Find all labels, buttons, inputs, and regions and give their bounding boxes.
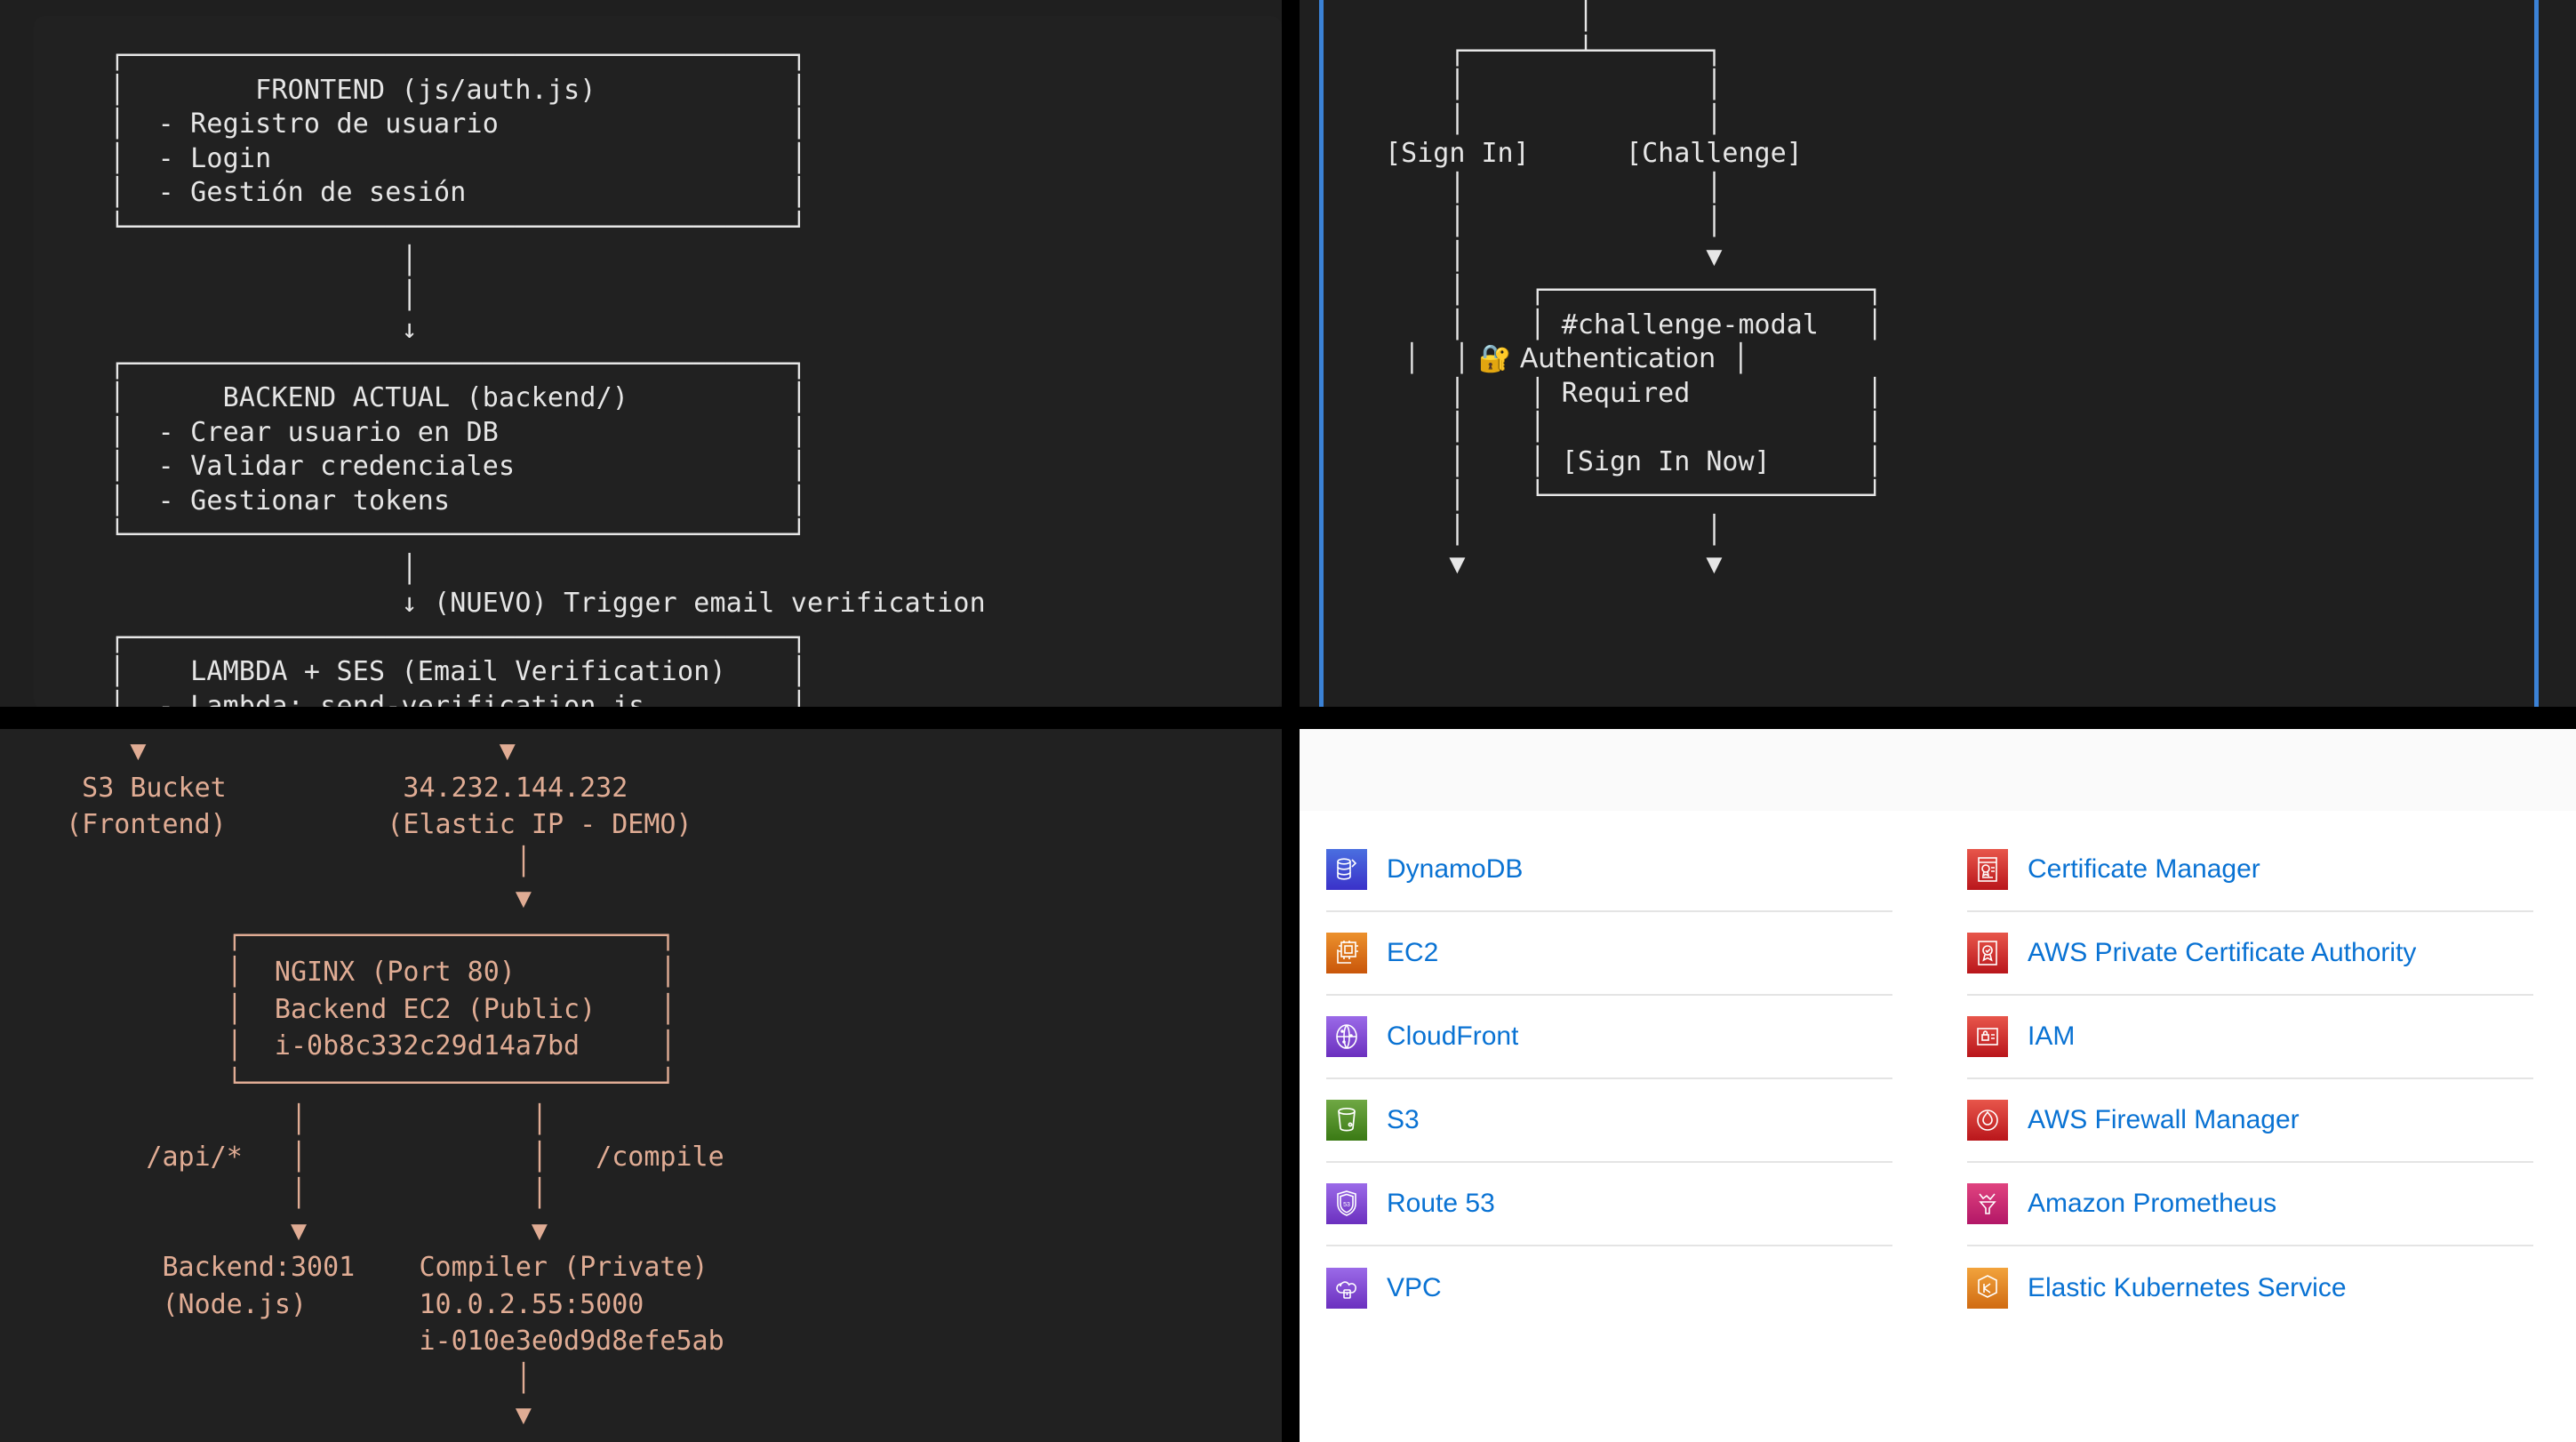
panel-auth-architecture: ┌───────────────────────────────────────…: [0, 0, 1282, 707]
flow-line: │ ┌────────────────────┐: [1353, 275, 1884, 306]
ec2-icon: [1326, 933, 1367, 973]
list-item-label: Elastic Kubernetes Service: [2028, 1273, 2347, 1302]
cloudfront-icon: [1326, 1016, 1367, 1057]
list-item[interactable]: IAM: [1967, 996, 2533, 1079]
list-item-label: Route 53: [1387, 1189, 1495, 1218]
list-item-label: EC2: [1387, 938, 1439, 967]
list-item-label: DynamoDB: [1387, 854, 1524, 884]
challenge-modal-id-line: │ │ #challenge-modal │: [1353, 308, 1884, 340]
flow-line: │ │: [1353, 103, 1723, 135]
list-item-label: IAM: [2028, 1021, 2076, 1051]
flow-line: │ │ │: [1353, 412, 1884, 443]
challenge-modal-title-line2: │ │ Required │: [1353, 377, 1884, 409]
infra-topology-ascii: ▼ ▼ S3 Bucket 34.232.144.232 (Frontend) …: [66, 735, 724, 1430]
panel-challenge-flow: │ ┌───────┴───────┐ │ │ │ │ [Sign In] [C…: [1300, 0, 2576, 707]
iam-icon: [1967, 1016, 2008, 1057]
list-item-label: S3: [1387, 1105, 1420, 1134]
aws-services-top-band: [1300, 729, 2576, 811]
challenge-modal-title-line: │ │ 🔐 Authentication │: [1353, 343, 1749, 374]
list-item-label: Certificate Manager: [2028, 854, 2260, 884]
aws-services-column-right: Certificate Manager AWS Private Certific…: [1967, 829, 2533, 1442]
flow-line: │ │: [1353, 69, 1723, 100]
vpc-icon: [1326, 1268, 1367, 1309]
flow-line: │ │: [1353, 514, 1723, 546]
dynamodb-icon: [1326, 849, 1367, 890]
list-item[interactable]: Elastic Kubernetes Service: [1967, 1246, 2533, 1330]
list-item-label: CloudFront: [1387, 1021, 1519, 1051]
flow-line: ┌───────┴───────┐: [1353, 35, 1723, 67]
list-item-label: AWS Firewall Manager: [2028, 1105, 2300, 1134]
flow-line: │ ▼: [1353, 240, 1723, 272]
flow-line: │ │: [1353, 172, 1723, 204]
list-item-label: AWS Private Certificate Authority: [2028, 938, 2417, 967]
flow-line: ▼ ▼: [1353, 549, 1723, 580]
list-item[interactable]: S3: [1326, 1079, 1892, 1163]
list-item[interactable]: AWS Private Certificate Authority: [1967, 912, 2533, 996]
firewall-manager-icon: [1967, 1100, 2008, 1141]
list-item[interactable]: Amazon Prometheus: [1967, 1163, 2533, 1246]
eks-icon: [1967, 1268, 2008, 1309]
flow-branch-labels: [Sign In] [Challenge]: [1353, 138, 1803, 169]
left-accent-rail: [1319, 0, 1324, 707]
certificate-manager-icon: [1967, 849, 2008, 890]
list-item[interactable]: 53 Route 53: [1326, 1163, 1892, 1246]
auth-architecture-ascii: ┌───────────────────────────────────────…: [108, 40, 986, 707]
flow-line: │: [1353, 1, 1594, 32]
s3-icon: [1326, 1100, 1367, 1141]
list-item[interactable]: DynamoDB: [1326, 829, 1892, 912]
route53-icon: 53: [1326, 1183, 1367, 1224]
svg-text:53: 53: [1343, 1202, 1350, 1208]
list-item[interactable]: VPC: [1326, 1246, 1892, 1330]
right-accent-rail: [2534, 0, 2539, 707]
flow-line: │ │: [1353, 206, 1723, 237]
panel-infra-topology: ▼ ▼ S3 Bucket 34.232.144.232 (Frontend) …: [0, 729, 1282, 1442]
aws-services-columns: DynamoDB EC2 CloudFront: [1300, 811, 2576, 1442]
list-item[interactable]: CloudFront: [1326, 996, 1892, 1079]
auth-architecture-codeblock: ┌───────────────────────────────────────…: [34, 16, 1282, 707]
list-item-label: Amazon Prometheus: [2028, 1189, 2277, 1218]
panel-aws-services: DynamoDB EC2 CloudFront: [1300, 729, 2576, 1442]
challenge-modal-signin-button-line[interactable]: │ │ [Sign In Now] │: [1353, 445, 1884, 477]
flow-line: │ └────────────────────┘: [1353, 480, 1884, 511]
challenge-flow-ascii: │ ┌───────┴───────┐ │ │ │ │ [Sign In] [C…: [1353, 0, 1883, 582]
prometheus-icon: [1967, 1183, 2008, 1224]
private-certificate-authority-icon: [1967, 933, 2008, 973]
list-item[interactable]: Certificate Manager: [1967, 829, 2533, 912]
list-item-label: VPC: [1387, 1273, 1442, 1302]
aws-services-column-left: DynamoDB EC2 CloudFront: [1326, 829, 1892, 1442]
list-item[interactable]: EC2: [1326, 912, 1892, 996]
list-item[interactable]: AWS Firewall Manager: [1967, 1079, 2533, 1163]
